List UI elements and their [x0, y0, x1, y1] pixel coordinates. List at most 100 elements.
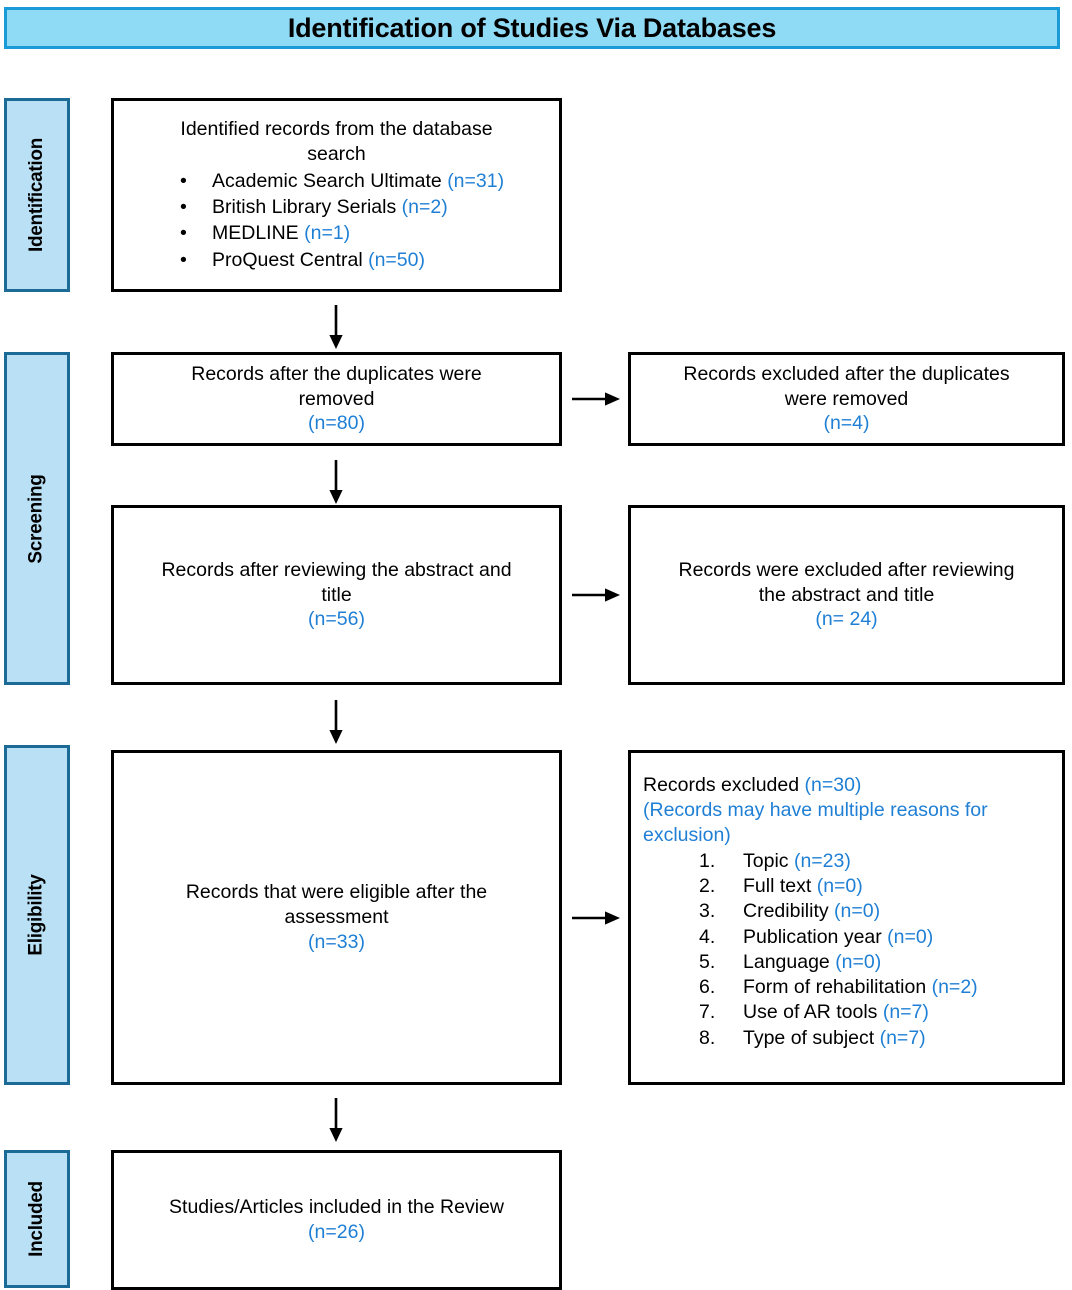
stage-label-screening: Screening: [4, 352, 70, 685]
reason-label: Full text: [743, 875, 812, 898]
list-item: • ProQuest Central (n=50): [172, 247, 559, 273]
list-item: 1. Topic (n=23): [699, 849, 1062, 874]
exclusion-reason-list: 1. Topic (n=23) 2. Full text (n=0) 3. Cr…: [631, 849, 1062, 1051]
count-badge: (n=33): [308, 930, 365, 953]
line-1: Records that were eligible after the: [185, 881, 488, 904]
identified-records-heading-line2: search: [307, 143, 366, 166]
stage-label-text: Screening: [26, 473, 48, 564]
reason-count: (n=7): [882, 1001, 929, 1024]
stage-label-eligibility: Eligibility: [4, 745, 70, 1085]
reason-count: (n=0): [834, 900, 881, 923]
count-badge: (n=56): [308, 608, 365, 631]
list-item: • Academic Search Ultimate (n=31): [172, 168, 559, 194]
reason-count: (n=23): [793, 849, 851, 872]
source-label: ProQuest Central: [212, 248, 363, 271]
bullet-icon: •: [180, 170, 187, 193]
reason-count: (n=0): [835, 950, 882, 973]
list-item: 8. Type of subject (n=7): [699, 1026, 1062, 1051]
bullet-icon: •: [180, 222, 187, 245]
reason-index: 8.: [699, 1026, 716, 1049]
box-after-abstract-title: Records after reviewing the abstract and…: [111, 505, 562, 685]
eligible-after-assessment-text: Records that were eligible after the ass…: [114, 880, 559, 955]
right-arrow-icon-1: [572, 388, 620, 410]
line-2: assessment: [284, 906, 389, 929]
list-item: • British Library Serials (n=2): [172, 194, 559, 220]
reason-count: (n=0): [887, 925, 934, 948]
source-count: (n=50): [368, 248, 425, 271]
box-eligible-after-assessment: Records that were eligible after the ass…: [111, 750, 562, 1085]
reason-label: Type of subject: [743, 1026, 875, 1049]
down-arrow-icon-1: [325, 305, 347, 349]
box-excluded-abstract-title: Records were excluded after reviewing th…: [628, 505, 1065, 685]
reason-index: 1.: [699, 849, 716, 872]
source-label: MEDLINE: [212, 222, 299, 245]
reason-index: 6.: [699, 976, 716, 999]
list-item: 5. Language (n=0): [699, 950, 1062, 975]
stage-label-identification: Identification: [4, 98, 70, 292]
records-excluded-label: Records excluded: [643, 774, 800, 796]
right-arrow-icon-3: [572, 907, 620, 929]
list-item: 4. Publication year (n=0): [699, 925, 1062, 950]
identified-records-heading: Identified records from the database sea…: [114, 117, 559, 167]
line-1: Records excluded after the duplicates: [683, 362, 1010, 385]
list-item: 2. Full text (n=0): [699, 874, 1062, 899]
list-item: • MEDLINE (n=1): [172, 220, 559, 246]
source-count: (n=2): [401, 196, 448, 219]
line-2: the abstract and title: [758, 583, 935, 606]
excluded-duplicates-text: Records excluded after the duplicates we…: [631, 362, 1062, 437]
reason-index: 4.: [699, 925, 716, 948]
down-arrow-icon-3: [325, 700, 347, 744]
after-abstract-title-text: Records after reviewing the abstract and…: [114, 558, 559, 633]
identified-records-heading-line1: Identified records from the database: [180, 118, 493, 141]
source-count: (n=1): [304, 222, 351, 245]
reason-label: Publication year: [743, 925, 882, 948]
down-arrow-icon-4: [325, 1098, 347, 1142]
reason-label: Credibility: [743, 900, 829, 923]
reason-index: 5.: [699, 950, 716, 973]
source-count: (n=31): [447, 170, 505, 193]
count-badge: (n=30): [804, 774, 862, 796]
list-item: 7. Use of AR tools (n=7): [699, 1000, 1062, 1025]
source-label: Academic Search Ultimate: [212, 170, 442, 193]
included-studies-text: Studies/Articles included in the Review …: [114, 1195, 559, 1245]
line-1: Studies/Articles included in the Review: [169, 1196, 504, 1219]
stage-label-included: Included: [4, 1150, 70, 1288]
line-2: removed: [298, 387, 375, 410]
list-item: 3. Credibility (n=0): [699, 899, 1062, 924]
diagram-title-banner: Identification of Studies Via Databases: [4, 7, 1060, 49]
reason-label: Form of rehabilitation: [743, 976, 927, 999]
box-included-studies: Studies/Articles included in the Review …: [111, 1150, 562, 1290]
right-arrow-icon-2: [572, 584, 620, 606]
reason-label: Language: [743, 950, 830, 973]
line-2: title: [321, 583, 352, 606]
bullet-icon: •: [180, 196, 187, 219]
stage-label-text: Identification: [26, 137, 47, 253]
stage-label-text: Eligibility: [26, 874, 47, 956]
list-item: 6. Form of rehabilitation (n=2): [699, 975, 1062, 1000]
line-2: were removed: [784, 387, 909, 410]
page-title: Identification of Studies Via Databases: [287, 12, 777, 43]
reason-count: (n=2): [931, 976, 978, 999]
count-badge: (n=4): [823, 412, 870, 435]
line-1: Records after the duplicates were: [191, 362, 482, 385]
count-badge: (n=80): [308, 412, 365, 435]
reason-index: 7.: [699, 1001, 716, 1024]
reason-label: Use of AR tools: [743, 1001, 878, 1024]
count-badge: (n=26): [308, 1221, 365, 1243]
count-badge: (n= 24): [815, 608, 878, 631]
reason-count: (n=0): [816, 875, 863, 898]
records-excluded-note: (Records may have multiple reasons for e…: [643, 798, 988, 846]
source-label: British Library Serials: [212, 196, 397, 219]
records-excluded-heading: Records excluded (n=30): [631, 773, 1062, 798]
excluded-abstract-title-text: Records were excluded after reviewing th…: [631, 558, 1062, 633]
box-identified-records: Identified records from the database sea…: [111, 98, 562, 292]
box-records-after-duplicates: Records after the duplicates were remove…: [111, 352, 562, 446]
reason-index: 2.: [699, 875, 716, 898]
box-records-excluded-reasons: Records excluded (n=30) (Records may hav…: [628, 750, 1065, 1085]
line-1: Records were excluded after reviewing: [678, 558, 1015, 581]
box-excluded-duplicates: Records excluded after the duplicates we…: [628, 352, 1065, 446]
reason-index: 3.: [699, 900, 716, 923]
down-arrow-icon-2: [325, 460, 347, 504]
database-source-list: • Academic Search Ultimate (n=31) • Brit…: [114, 168, 559, 273]
